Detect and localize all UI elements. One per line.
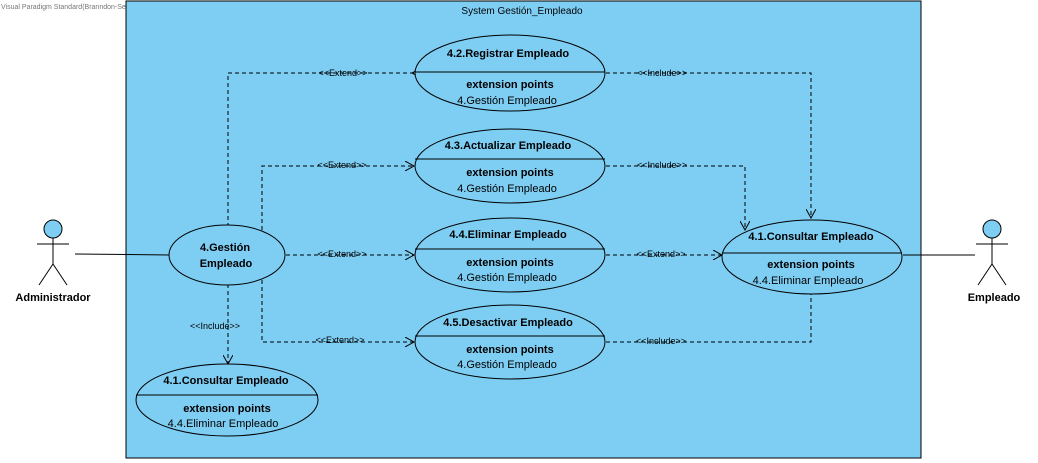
actor-empleado[interactable] xyxy=(976,219,1008,286)
usecase-title: 4.2.Registrar Empleado xyxy=(447,48,570,60)
actor-head xyxy=(982,219,1002,239)
actor-head xyxy=(43,219,63,239)
usecase-gestion-empleado[interactable]: 4.Gestión Empleado xyxy=(168,224,286,286)
extension-point-item: 4.4.Eliminar Empleado xyxy=(753,275,864,287)
system-title: System Gestión_Empleado xyxy=(461,6,583,17)
include-desactivar-label: <<Include>> xyxy=(636,336,686,346)
usecase-consultar-empleado-left[interactable]: 4.1.Consultar Empleado extension points … xyxy=(135,363,319,437)
extend-registrar-label: <<Extend>> xyxy=(318,68,367,78)
extension-points-heading: extension points xyxy=(466,79,553,91)
extension-point-item: 4.Gestión Empleado xyxy=(457,272,557,284)
include-desactivar-line[interactable] xyxy=(606,282,811,343)
relationships xyxy=(228,73,811,364)
usecase-title: 4.1.Consultar Empleado xyxy=(163,375,289,387)
actor-empleado-label: Empleado xyxy=(968,292,1021,304)
usecase-eliminar-empleado[interactable]: 4.4.Eliminar Empleado extension points 4… xyxy=(414,217,606,293)
usecase-consultar-empleado-right[interactable]: 4.1.Consultar Empleado extension points … xyxy=(721,219,903,295)
extend-actualizar-label: <<Extend>> xyxy=(317,160,366,170)
usecase-title: 4.3.Actualizar Empleado xyxy=(445,140,572,152)
actor-administrador-label: Administrador xyxy=(15,292,91,304)
usecase-registrar-empleado[interactable]: 4.2.Registrar Empleado extension points … xyxy=(414,34,606,112)
extension-points-heading: extension points xyxy=(183,403,270,415)
usecase-title: 4.5.Desactivar Empleado xyxy=(443,317,573,329)
extension-points-heading: extension points xyxy=(466,344,553,356)
extend-eliminar-label: <<Extend>> xyxy=(317,249,366,259)
include-registrar-label: <<Include>> xyxy=(637,68,687,78)
extension-points-heading: extension points xyxy=(767,259,854,271)
admin-association-line[interactable] xyxy=(74,253,171,256)
usecase-desactivar-empleado[interactable]: 4.5.Desactivar Empleado extension points… xyxy=(414,304,606,380)
extension-points-heading: extension points xyxy=(466,257,553,269)
extend-desactivar-label: <<Extend>> xyxy=(315,335,364,345)
extension-point-item: 4.Gestión Empleado xyxy=(457,95,557,107)
extend-registrar-line[interactable] xyxy=(227,72,414,226)
extension-point-item: 4.Gestión Empleado xyxy=(457,183,557,195)
usecase-title: 4.Gestión xyxy=(200,242,250,254)
watermark-text: Visual Paradigm Standard(Branndon-Sena(S… xyxy=(1,4,157,11)
include-gestion-consultar-label: <<Include>> xyxy=(190,321,240,331)
extension-point-item: 4.4.Eliminar Empleado xyxy=(168,418,279,430)
include-registrar-line[interactable] xyxy=(606,72,811,218)
usecase-title: Empleado xyxy=(200,258,253,270)
usecase-title: 4.4.Eliminar Empleado xyxy=(449,229,567,241)
extend-actualizar-line[interactable] xyxy=(261,166,414,230)
extend-eliminar-consultar-label: <<Extend>> xyxy=(636,249,685,259)
usecase-actualizar-empleado[interactable]: 4.3.Actualizar Empleado extension points… xyxy=(414,128,606,204)
extension-points-heading: extension points xyxy=(466,167,553,179)
extend-desactivar-line[interactable] xyxy=(261,280,414,342)
usecase-title: 4.1.Consultar Empleado xyxy=(748,231,874,243)
actor-administrador[interactable] xyxy=(37,219,69,286)
extension-point-item: 4.Gestión Empleado xyxy=(457,359,557,371)
include-actualizar-label: <<Include>> xyxy=(637,160,687,170)
